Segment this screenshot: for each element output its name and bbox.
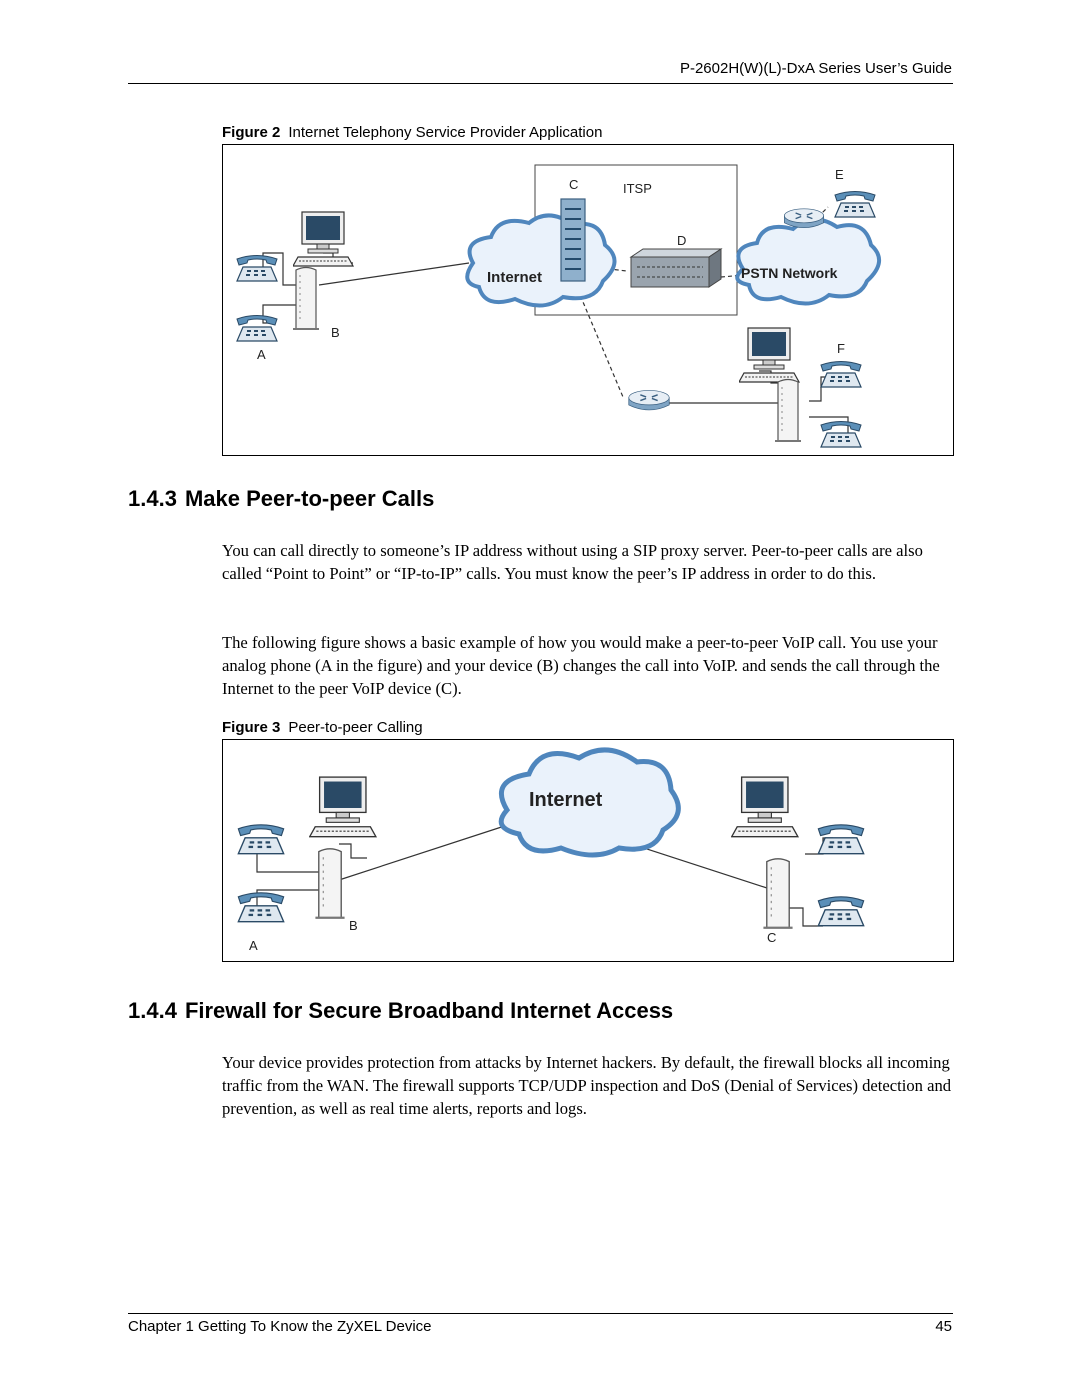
footer-rule xyxy=(128,1313,953,1314)
figure-3-caption: Figure 3 Peer-to-peer Calling xyxy=(222,719,423,736)
figure-2-caption: Figure 2 Internet Telephony Service Provi… xyxy=(222,124,602,141)
fig2-internet-label: Internet xyxy=(487,269,542,286)
section-143-paragraph-2: The following figure shows a basic examp… xyxy=(222,633,940,698)
fig2-label-itsp: ITSP xyxy=(623,181,652,196)
fig2-label-d: D xyxy=(677,233,686,248)
fig2-label-b: B xyxy=(331,325,340,340)
modem-icon-c xyxy=(762,857,794,929)
running-header: P-2602H(W)(L)-DxA Series User’s Guide xyxy=(679,60,952,77)
phone-icon-a2 xyxy=(236,314,278,342)
router-icon-e xyxy=(783,208,825,229)
figure-3-title: Peer-to-peer Calling xyxy=(288,719,423,736)
page-number: 45 xyxy=(935,1318,952,1335)
section-143-paragraph-1: You can call directly to someone’s IP ad… xyxy=(222,541,923,583)
computer-icon-a xyxy=(293,211,354,267)
section-144-number: 1.4.4 xyxy=(128,998,177,1023)
figure-2-title: Internet Telephony Service Provider Appl… xyxy=(288,124,603,141)
footer-chapter: Chapter 1 Getting To Know the ZyXEL Devi… xyxy=(128,1318,432,1335)
modem-icon-b xyxy=(314,847,346,919)
section-144-heading: 1.4.4 Firewall for Secure Broadband Inter… xyxy=(128,998,673,1024)
phone-icon-a1 xyxy=(236,254,278,282)
section-143-heading: 1.4.3 Make Peer-to-peer Calls xyxy=(128,486,434,512)
fig2-label-a: A xyxy=(257,347,266,362)
section-144-title: Firewall for Secure Broadband Internet A… xyxy=(184,998,674,1023)
modem-icon-b xyxy=(292,266,320,330)
computer-icon-left xyxy=(309,776,377,838)
section-143-number: 1.4.3 xyxy=(128,486,177,511)
modem-icon-f xyxy=(774,378,802,442)
fig2-pstn-label: PSTN Network xyxy=(741,265,838,281)
router-icon-f xyxy=(628,389,670,411)
gateway-device xyxy=(629,248,723,288)
section-144-paragraph-1: Your device provides protection from att… xyxy=(222,1053,952,1118)
section-143-title: Make Peer-to-peer Calls xyxy=(184,486,435,511)
phone-icon-f1 xyxy=(820,360,862,388)
figure-2-diagram: Internet PSTN Network xyxy=(222,144,954,456)
phone-icon-f2 xyxy=(820,420,862,448)
fig3-label-c: C xyxy=(767,930,776,945)
phone-icon-e xyxy=(834,190,876,218)
computer-icon-right xyxy=(731,776,799,838)
pstn-cloud: PSTN Network xyxy=(735,217,881,306)
phone-icon-left-2 xyxy=(237,892,285,923)
header-rule xyxy=(128,83,953,84)
figure-3-diagram: Internet B A C xyxy=(222,739,954,962)
fig3-label-b: B xyxy=(349,918,358,933)
phone-icon-left-1 xyxy=(237,824,285,855)
fig2-label-c: C xyxy=(569,177,578,192)
figure-3-number: Figure 3 xyxy=(222,719,281,736)
fig3-label-a: A xyxy=(249,938,258,953)
computer-icon-f xyxy=(739,327,800,383)
fig2-label-f: F xyxy=(837,341,845,356)
internet-cloud: Internet xyxy=(465,213,617,308)
fig3-internet-cloud: Internet xyxy=(498,747,681,858)
fig2-label-e: E xyxy=(835,167,844,182)
figure-2-number: Figure 2 xyxy=(222,124,281,141)
phone-icon-right-1 xyxy=(817,824,865,855)
itsp-server xyxy=(560,198,586,282)
phone-icon-right-2 xyxy=(817,896,865,927)
fig3-internet-label: Internet xyxy=(529,789,603,811)
